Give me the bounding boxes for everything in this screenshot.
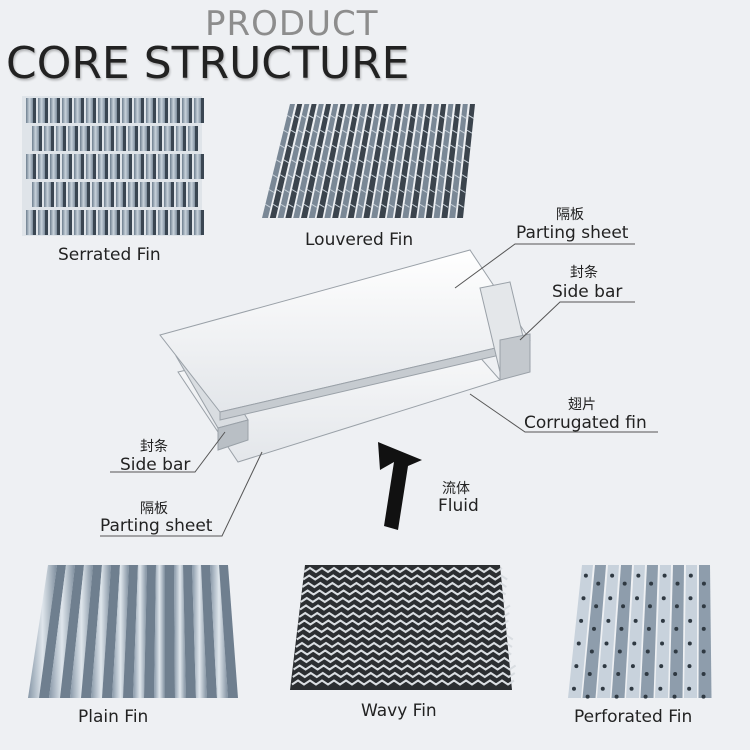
callout-parting-sheet-top-zh: 隔板	[556, 207, 584, 223]
callout-lines	[100, 243, 658, 537]
callout-side-bar-left-zh: 封条	[140, 439, 168, 455]
plain-fin-image	[28, 565, 238, 698]
callout-side-bar-left-en: Side bar	[120, 455, 191, 475]
callout-fluid-zh: 流体	[442, 481, 470, 497]
callout-corrugated-fin-zh: 翅片	[568, 397, 596, 413]
label-plain-fin: Plain Fin	[78, 707, 149, 727]
callout-parting-sheet-bottom-en: Parting sheet	[100, 516, 213, 536]
callout-corrugated-fin-en: Corrugated fin	[524, 413, 647, 433]
perforated-fin-image	[568, 565, 712, 699]
callout-parting-sheet-bottom-zh: 隔板	[140, 501, 168, 517]
wavy-fin-image	[290, 565, 517, 690]
label-louvered-fin: Louvered Fin	[305, 230, 414, 250]
louvered-fin-image	[262, 104, 475, 218]
label-serrated-fin: Serrated Fin	[58, 245, 161, 265]
title-product: PRODUCT	[205, 4, 379, 44]
label-wavy-fin: Wavy Fin	[361, 701, 437, 721]
callout-side-bar-right-zh: 封条	[570, 265, 598, 281]
serrated-fin-image	[22, 96, 204, 236]
callout-parting-sheet-top-en: Parting sheet	[516, 223, 629, 243]
label-perforated-fin: Perforated Fin	[574, 707, 693, 727]
callout-side-bar-right-en: Side bar	[552, 282, 623, 302]
callout-fluid-en: Fluid	[438, 496, 479, 516]
core-assembly-image	[159, 249, 531, 463]
fluid-arrow	[378, 442, 422, 530]
title-core-structure: CORE STRUCTURE	[6, 38, 410, 89]
